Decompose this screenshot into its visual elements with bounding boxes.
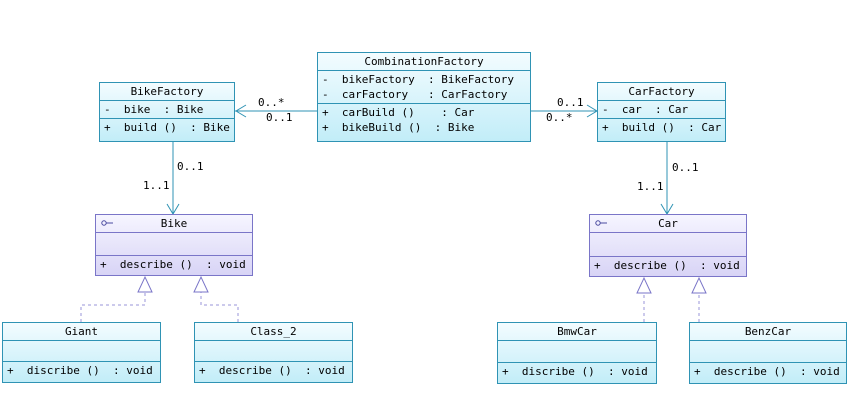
- realization-giant-bike[interactable]: [80, 292, 146, 322]
- attribute: - car : Car: [602, 103, 689, 116]
- class-name: CarFactory: [598, 83, 725, 101]
- interface-header: Car: [590, 215, 746, 233]
- attributes-section: [590, 233, 746, 257]
- realization-triangle-bike-left: [137, 275, 153, 293]
- operations-section: + discribe () : void: [498, 363, 656, 380]
- interface-car[interactable]: Car + describe () : void: [589, 214, 747, 277]
- class-bmwcar[interactable]: BmwCar + discribe () : void: [497, 322, 657, 384]
- operation: + discribe () : void: [502, 365, 648, 378]
- operations-section: + describe () : void: [195, 362, 352, 379]
- interface-name: Car: [658, 217, 678, 230]
- interface-icon: [595, 220, 607, 226]
- operations-section: + describe () : void: [96, 256, 252, 273]
- operations-section: + discribe () : void: [3, 362, 160, 379]
- multiplicity-label: 0..*: [546, 111, 573, 124]
- class-name: CombinationFactory: [318, 53, 530, 71]
- operation: + describe () : void: [100, 258, 246, 271]
- class-name: Giant: [3, 323, 160, 341]
- attributes-section: [195, 341, 352, 362]
- attribute: - bikeFactory : BikeFactory: [322, 73, 515, 86]
- interface-icon: [101, 220, 113, 226]
- operation: + carBuild () : Car: [322, 106, 475, 119]
- multiplicity-label: 0..1: [177, 160, 204, 173]
- interface-header: Bike: [96, 215, 252, 233]
- realization-triangle-car-left: [636, 276, 652, 294]
- class-benzcar[interactable]: BenzCar + describe () : void: [689, 322, 847, 384]
- realization-class2-bike[interactable]: [200, 292, 239, 322]
- multiplicity-label: 0..1: [672, 161, 699, 174]
- operations-section: + describe () : void: [590, 257, 746, 274]
- operation: + discribe () : void: [7, 364, 153, 377]
- operations-section: + build () : Car: [598, 119, 725, 136]
- arrowhead-to-bikefactory: [235, 104, 247, 118]
- operation: + bikeBuild () : Bike: [322, 121, 475, 134]
- multiplicity-label: 1..1: [143, 179, 170, 192]
- attributes-section: [96, 233, 252, 256]
- operations-section: + carBuild () : Car + bikeBuild () : Bik…: [318, 104, 530, 136]
- attribute: - carFactory : CarFactory: [322, 88, 508, 101]
- operations-section: + build () : Bike: [100, 119, 234, 136]
- operation: + describe () : void: [199, 364, 345, 377]
- class-name: Class_2: [195, 323, 352, 341]
- multiplicity-label: 1..1: [637, 180, 664, 193]
- class-combination-factory[interactable]: CombinationFactory - bikeFactory : BikeF…: [317, 52, 531, 142]
- operations-section: + describe () : void: [690, 363, 846, 380]
- class-class-2[interactable]: Class_2 + describe () : void: [194, 322, 353, 383]
- attribute: - bike : Bike: [104, 103, 204, 116]
- class-name: BikeFactory: [100, 83, 234, 101]
- attributes-section: [690, 341, 846, 363]
- interface-name: Bike: [160, 217, 188, 230]
- realization-triangle-car-right: [691, 276, 707, 294]
- class-giant[interactable]: Giant + discribe () : void: [2, 322, 161, 383]
- attributes-section: - bike : Bike: [100, 101, 234, 119]
- realization-triangle-bike-right: [193, 275, 209, 293]
- operation: + build () : Bike: [104, 121, 230, 134]
- attributes-section: [3, 341, 160, 362]
- attributes-section: [498, 341, 656, 363]
- multiplicity-label: 0..*: [258, 96, 285, 109]
- class-name: BenzCar: [690, 323, 846, 341]
- multiplicity-label: 0..1: [266, 111, 293, 124]
- interface-bike[interactable]: Bike + describe () : void: [95, 214, 253, 276]
- class-car-factory[interactable]: CarFactory - car : Car + build () : Car: [597, 82, 726, 142]
- operation: + describe () : void: [694, 365, 840, 378]
- class-name: BmwCar: [498, 323, 656, 341]
- multiplicity-label: 0..1: [557, 96, 584, 109]
- class-bike-factory[interactable]: BikeFactory - bike : Bike + build () : B…: [99, 82, 235, 142]
- operation: + describe () : void: [594, 259, 740, 272]
- attributes-section: - bikeFactory : BikeFactory - carFactory…: [318, 71, 530, 104]
- operation: + build () : Car: [602, 121, 722, 134]
- attributes-section: - car : Car: [598, 101, 725, 119]
